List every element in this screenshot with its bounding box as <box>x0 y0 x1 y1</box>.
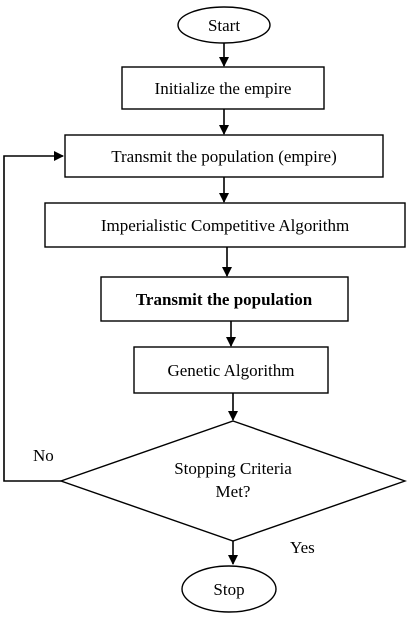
transmit-empire-node: Transmit the population (empire) <box>64 134 384 178</box>
transmit-empire-label: Transmit the population (empire) <box>111 147 337 166</box>
stop-node: Stop <box>181 565 277 613</box>
decision-label-line2: Met? <box>216 482 251 501</box>
stop-label: Stop <box>213 580 244 599</box>
yes-label: Yes <box>290 538 315 557</box>
start-node: Start <box>177 6 271 44</box>
stopping-criteria-decision: Stopping Criteria Met? <box>58 420 407 542</box>
ica-node: Imperialistic Competitive Algorithm <box>44 202 406 248</box>
decision-label-line1: Stopping Criteria <box>174 459 292 478</box>
transmit-population-node: Transmit the population <box>100 276 349 322</box>
arrow-no-loop <box>3 151 64 482</box>
genetic-algorithm-node: Genetic Algorithm <box>133 346 329 394</box>
ica-label: Imperialistic Competitive Algorithm <box>101 216 349 235</box>
no-label: No <box>33 446 54 465</box>
init-empire-label: Initialize the empire <box>155 79 292 98</box>
transmit-population-label: Transmit the population <box>136 290 313 309</box>
genetic-algorithm-label: Genetic Algorithm <box>167 361 294 380</box>
start-label: Start <box>208 16 240 35</box>
init-empire-node: Initialize the empire <box>121 66 325 110</box>
